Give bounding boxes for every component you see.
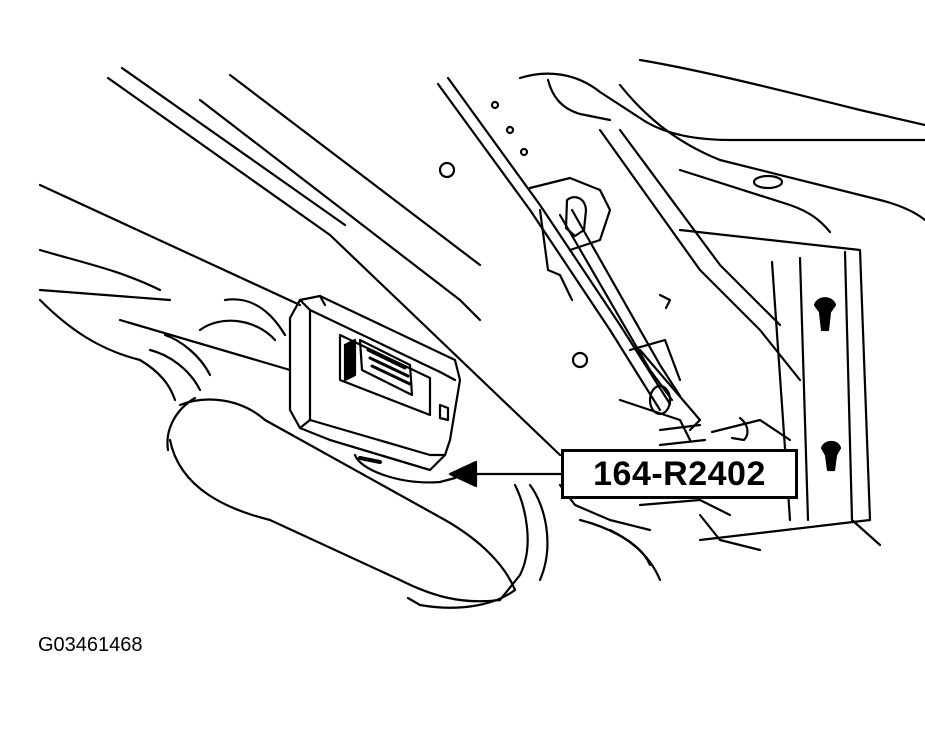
- lower-bracket: [558, 416, 762, 582]
- control-module: [288, 294, 462, 484]
- cable-rail-assembly: [436, 76, 702, 442]
- figure-id: G03461468: [38, 634, 143, 656]
- component-callout-label: 164-R2402: [561, 449, 798, 499]
- frame-rails: [38, 66, 562, 457]
- exhaust-pipe: [148, 298, 549, 609]
- push-pin-fasteners: [438, 100, 842, 472]
- arrow-left-icon: [448, 460, 478, 488]
